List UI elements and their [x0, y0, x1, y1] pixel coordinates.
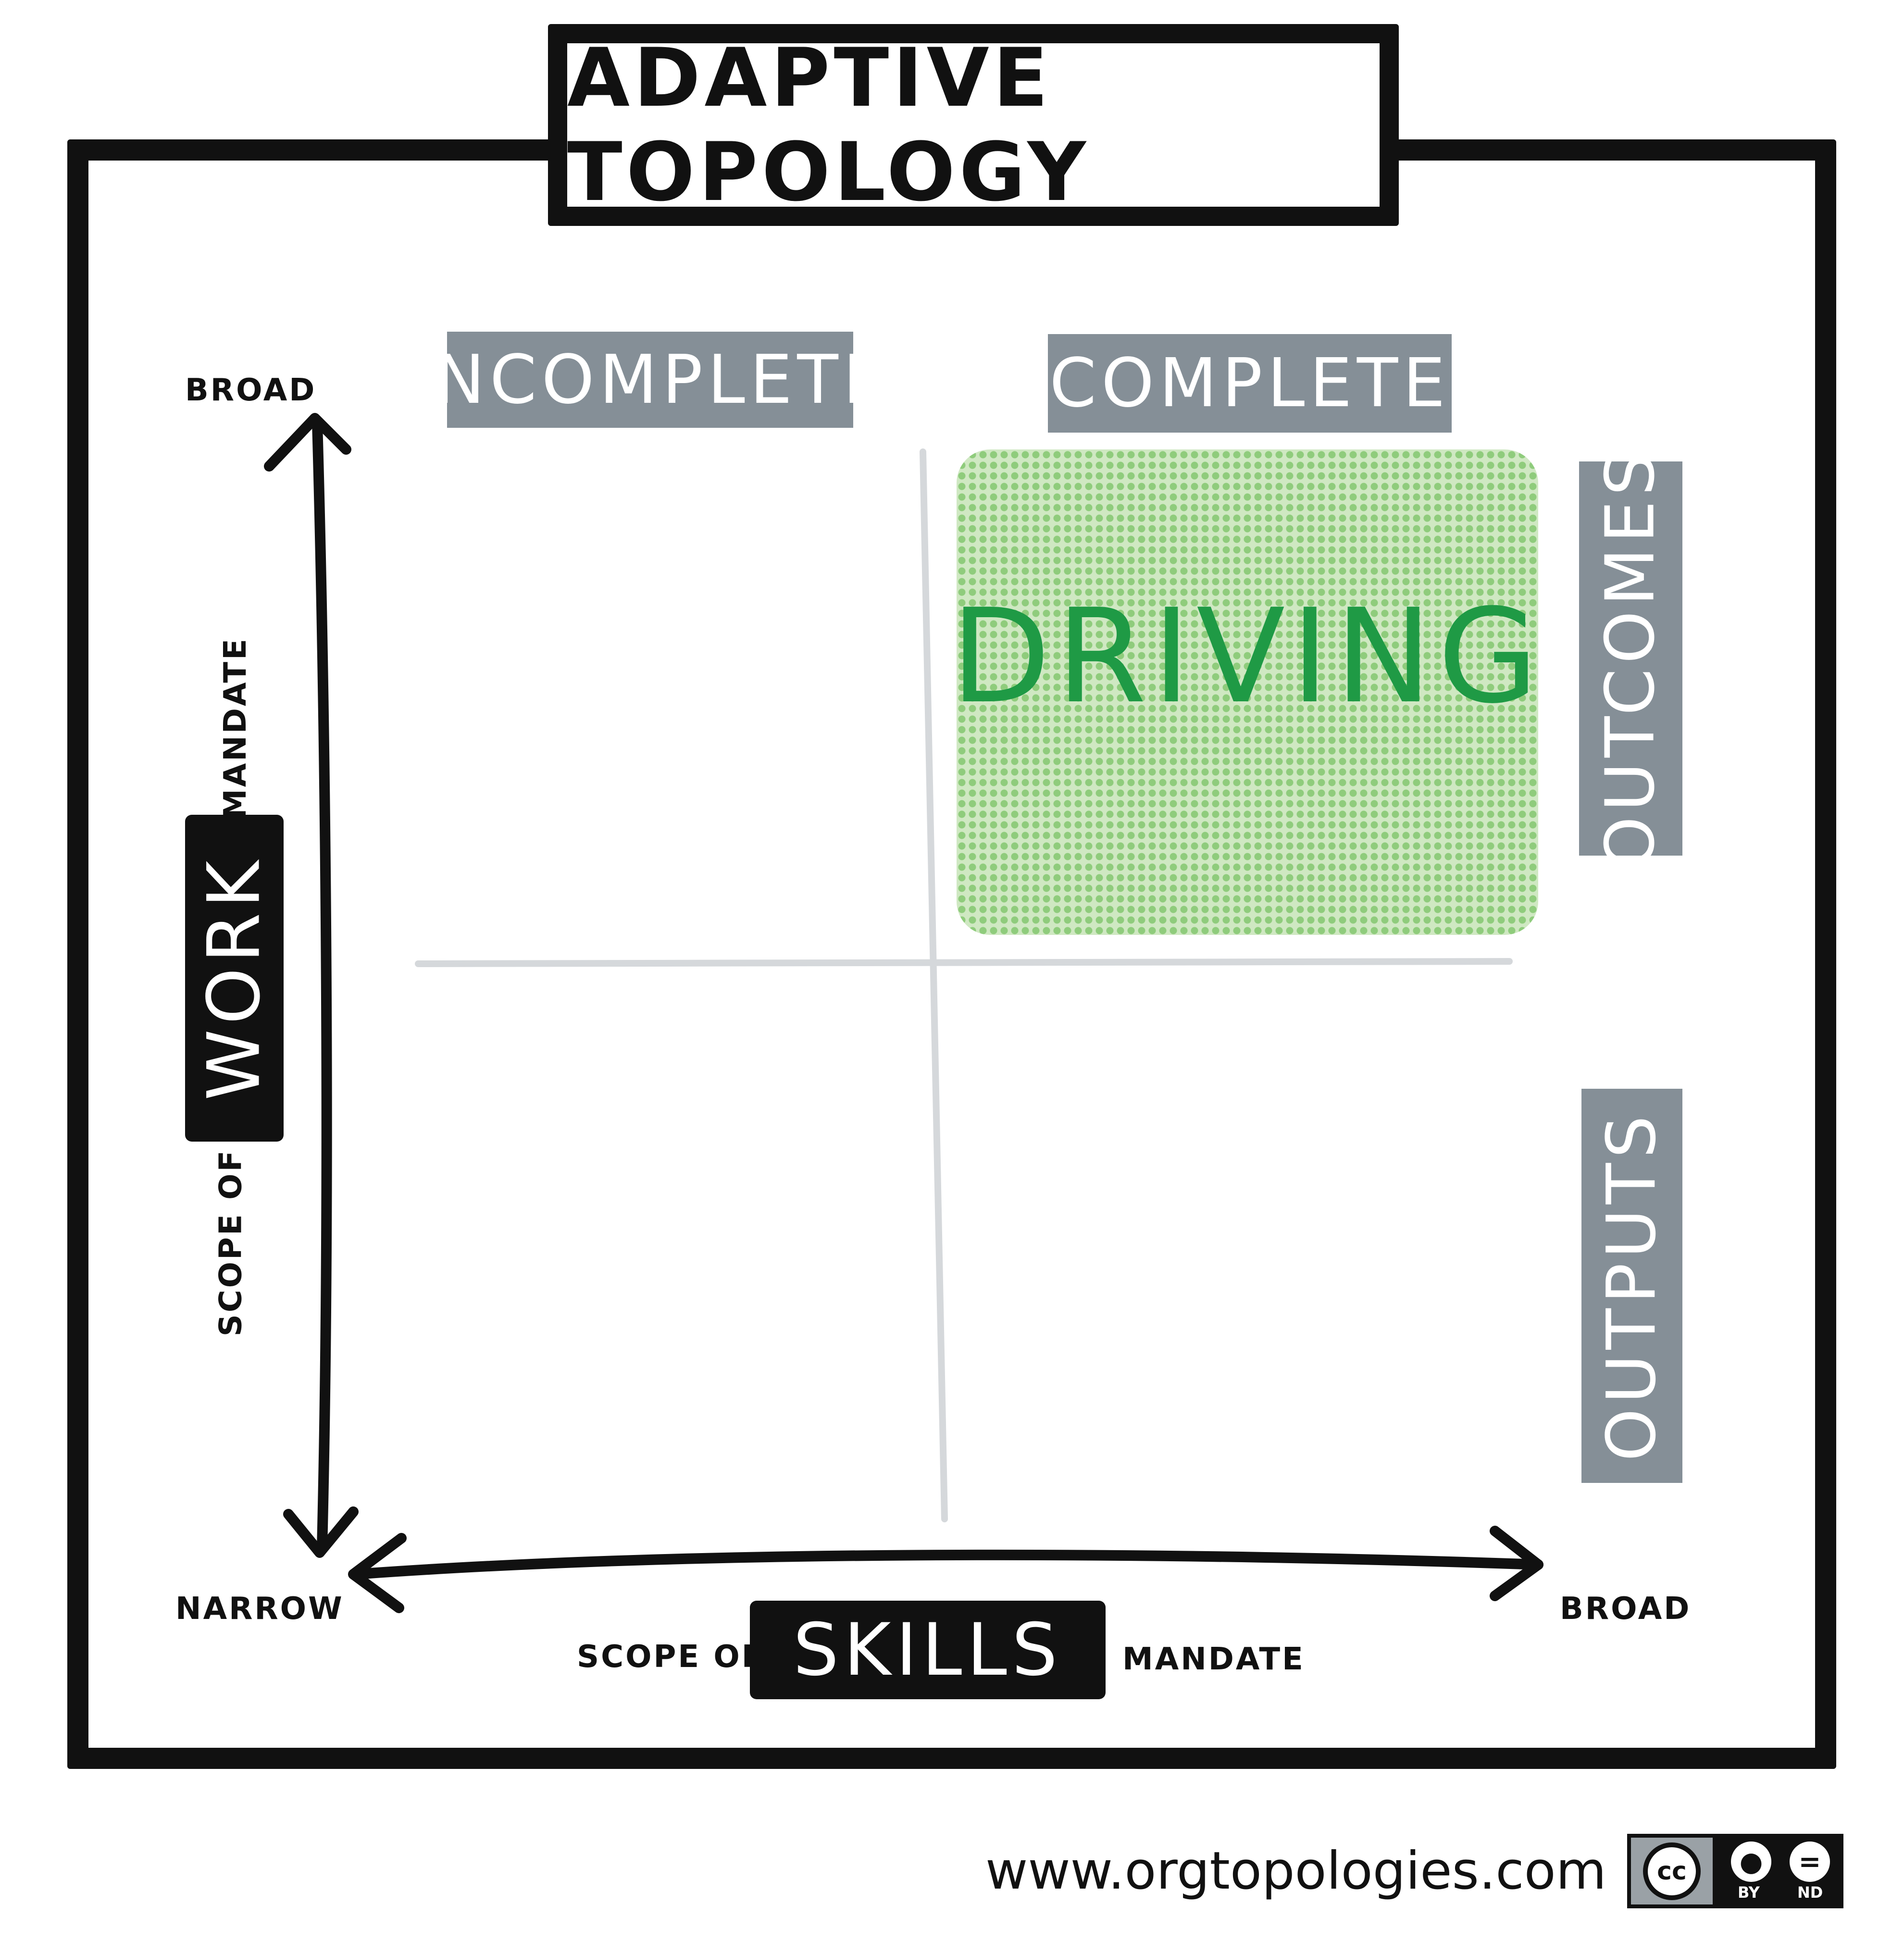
grid-horizontal-line	[415, 958, 1513, 967]
skills-text: SKILLS	[793, 1608, 1063, 1692]
footer-url: www.orgtopologies.com	[985, 1841, 1606, 1901]
y-axis-bottom-label: NARROW	[175, 1591, 344, 1627]
y-axis-arrowhead-bottom	[283, 1506, 359, 1558]
grid-vertical-line	[920, 448, 948, 1522]
y-axis-suffix-text: MANDATE	[218, 637, 253, 820]
driving-quadrant: DRIVING	[951, 449, 1538, 935]
y-axis-top-label: BROAD	[185, 373, 317, 408]
no-derivatives-icon: =	[1790, 1841, 1830, 1882]
column-label-incomplete: INCOMPLETE	[410, 332, 885, 428]
complete-text: COMPLETE	[1049, 344, 1450, 423]
y-axis-suffix: MANDATE	[212, 637, 260, 820]
diagram-title: ADAPTIVE TOPOLOGY	[567, 31, 1090, 219]
y-axis-line	[312, 418, 332, 1553]
cc-logo-panel: cc	[1631, 1838, 1713, 1904]
work-text: WORK	[192, 856, 276, 1101]
row-label-outputs: OUTPUTS	[1581, 1089, 1682, 1483]
driving-label: DRIVING	[950, 580, 1544, 732]
y-axis-prefix-text: SCOPE OF	[213, 1148, 249, 1337]
x-axis-arrowhead-left	[348, 1533, 407, 1613]
cc-by-label: BY	[1738, 1883, 1760, 1902]
y-axis-arrowhead-top	[264, 413, 351, 472]
cc-conditions: ● = BY ND	[1713, 1838, 1840, 1904]
incomplete-text: INCOMPLETE	[410, 340, 891, 419]
cc-license-badge: cc ● = BY ND	[1627, 1834, 1843, 1908]
cc-nd-label: ND	[1797, 1883, 1823, 1902]
title-box: ADAPTIVE TOPOLOGY	[548, 24, 1399, 226]
x-axis-arrowhead-right	[1490, 1526, 1543, 1601]
x-axis-line	[350, 1549, 1543, 1580]
row-label-outcomes: OUTCOMES	[1579, 448, 1682, 869]
x-axis-prefix: SCOPE OF	[577, 1639, 765, 1675]
y-axis-key-badge: WORK	[185, 815, 284, 1142]
x-axis-key-badge: SKILLS	[750, 1601, 1106, 1699]
y-axis-prefix: SCOPE OF	[207, 1149, 255, 1337]
attribution-icon: ●	[1731, 1841, 1771, 1882]
x-axis-right-label: BROAD	[1560, 1591, 1692, 1627]
column-label-complete: COMPLETE	[1048, 334, 1452, 433]
x-axis-suffix: MANDATE	[1122, 1642, 1305, 1677]
cc-icon: cc	[1643, 1842, 1701, 1900]
